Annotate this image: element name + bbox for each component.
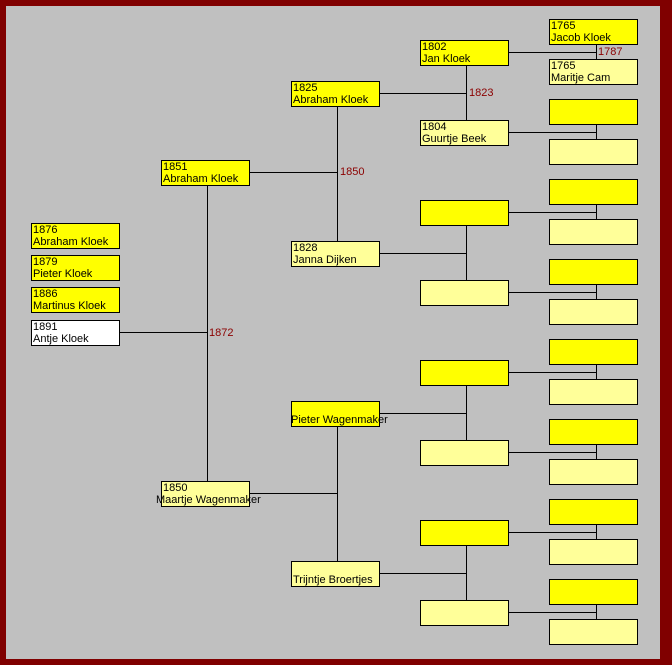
birth-year: 1879: [33, 256, 58, 268]
birth-year: 1886: [33, 288, 58, 300]
connector: [508, 452, 596, 453]
empty-ancestor-box[interactable]: [420, 440, 509, 466]
grandmother-box[interactable]: Trijntje Broertjes: [291, 561, 380, 587]
person-name: Abraham Kloek: [293, 94, 369, 106]
birth-year: 1876: [33, 224, 58, 236]
empty-ancestor-box[interactable]: [549, 339, 638, 365]
connector: [466, 225, 467, 280]
connector: [466, 545, 467, 600]
empty-ancestor-box[interactable]: [549, 99, 638, 125]
person-name: Pieter Wagenmaker: [291, 414, 388, 426]
empty-ancestor-box[interactable]: [549, 579, 638, 605]
marriage-year: 1872: [209, 327, 234, 339]
maternal-pair-connector: [337, 426, 338, 561]
empty-ancestor-box[interactable]: [549, 299, 638, 325]
connector: [596, 604, 597, 619]
marriage-year: 1787: [598, 46, 623, 58]
connector: [379, 413, 466, 414]
connector: [379, 573, 466, 574]
empty-ancestor-box[interactable]: [549, 379, 638, 405]
paternal-pair-connector: [337, 106, 338, 241]
empty-ancestor-box[interactable]: [549, 139, 638, 165]
connector: [508, 372, 596, 373]
connector: [596, 204, 597, 219]
parents-connector: [207, 185, 208, 481]
grandfather-box[interactable]: Pieter Wagenmaker: [291, 401, 388, 427]
connector: [508, 52, 596, 53]
person-name: Guurtje Beek: [422, 133, 487, 145]
empty-ancestor-box[interactable]: [549, 539, 638, 565]
connector: [508, 612, 596, 613]
connector: [466, 385, 467, 440]
birth-year: 1825: [293, 82, 318, 94]
person-name: Pieter Kloek: [33, 268, 93, 280]
connector: [466, 65, 467, 120]
marriage-year: 1823: [469, 87, 494, 99]
person-name: Jacob Kloek: [551, 32, 611, 44]
empty-ancestor-box[interactable]: [420, 520, 509, 546]
empty-ancestor-box[interactable]: [549, 419, 638, 445]
connector: [379, 253, 466, 254]
birth-year: [292, 403, 379, 414]
person-name: Martinus Kloek: [33, 300, 106, 312]
connector: [596, 524, 597, 539]
empty-ancestor-box[interactable]: [420, 360, 509, 386]
empty-ancestor-box[interactable]: [549, 619, 638, 645]
birth-year: 1828: [293, 242, 318, 254]
connector: [596, 284, 597, 299]
empty-ancestor-box[interactable]: [549, 499, 638, 525]
empty-ancestor-box[interactable]: [420, 600, 509, 626]
connector: [596, 444, 597, 459]
children-connector: [119, 332, 207, 333]
empty-ancestor-box[interactable]: [549, 459, 638, 485]
connector: [596, 44, 597, 59]
empty-ancestor-box[interactable]: [549, 259, 638, 285]
birth-year: 1802: [422, 41, 447, 53]
connector: [596, 124, 597, 139]
person-name: Abraham Kloek: [33, 236, 109, 248]
person-name: Maritje Cam: [551, 72, 611, 84]
birth-year: 1850: [163, 482, 188, 494]
birth-year: 1765: [551, 20, 576, 32]
birth-year: 1804: [422, 121, 447, 133]
birth-year: [292, 563, 379, 574]
person-name: Janna Dijken: [293, 254, 357, 266]
birth-year: 1765: [551, 60, 576, 72]
father-connector: [249, 172, 337, 173]
connector: [596, 364, 597, 379]
connector: [508, 212, 596, 213]
birth-year: 1851: [163, 161, 188, 173]
connector: [508, 132, 596, 133]
person-name: Antje Kloek: [33, 333, 89, 345]
person-name: Trijntje Broertjes: [293, 574, 373, 586]
connector: [379, 93, 466, 94]
empty-ancestor-box[interactable]: [420, 200, 509, 226]
connector: [508, 532, 596, 533]
person-name: Abraham Kloek: [163, 173, 239, 185]
birth-year: 1891: [33, 321, 58, 333]
empty-ancestor-box[interactable]: [420, 280, 509, 306]
connector: [508, 292, 596, 293]
mother-connector: [249, 493, 337, 494]
empty-ancestor-box[interactable]: [549, 219, 638, 245]
person-name: Maartje Wagenmaker: [156, 494, 261, 506]
person-name: Jan Kloek: [422, 53, 471, 65]
marriage-year: 1850: [340, 166, 365, 178]
empty-ancestor-box[interactable]: [549, 179, 638, 205]
